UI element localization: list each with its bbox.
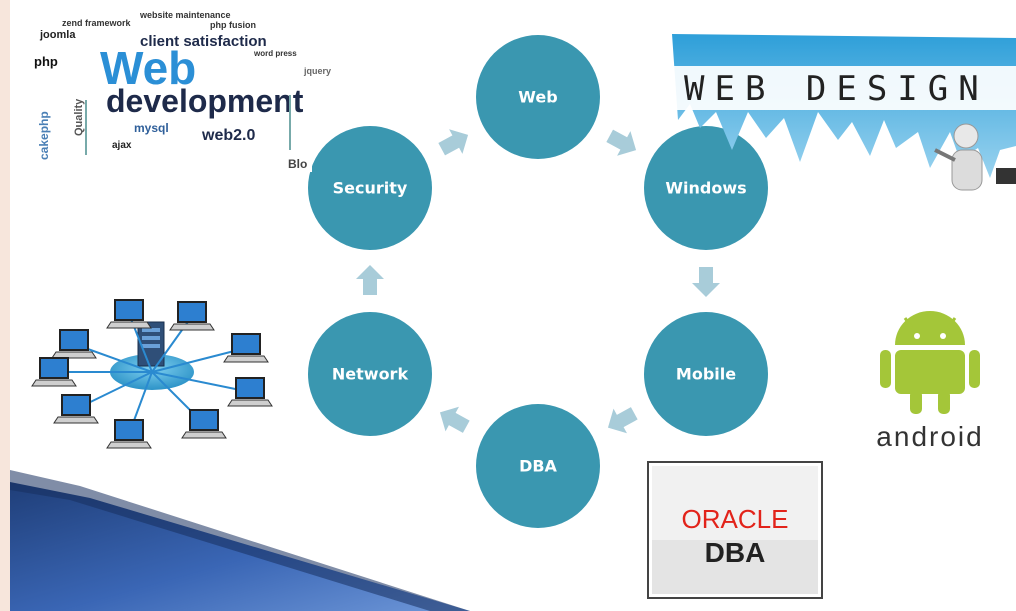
- cloud-word: joomla: [39, 29, 76, 41]
- cycle-node-circle: [644, 126, 768, 250]
- cycle-arrows: [356, 129, 720, 434]
- network-topology-image: [31, 299, 273, 449]
- cloud-word: word press: [253, 49, 297, 58]
- cycle-node-label: Mobile: [676, 365, 736, 384]
- android-logo: android: [876, 311, 983, 452]
- laptop-icon: [181, 409, 227, 439]
- web-design-text: WEB DESIGN: [684, 69, 989, 109]
- decorative-banner: [10, 470, 470, 611]
- cloud-word: web2.0: [201, 127, 255, 144]
- laptop-icon: [51, 329, 97, 359]
- cloud-word: jquery: [303, 66, 331, 76]
- cycle-node-circle: [476, 404, 600, 528]
- android-robot-icon: [880, 311, 980, 414]
- cloud-word: php: [34, 54, 58, 69]
- cloud-word: zend framework: [62, 18, 132, 28]
- cycle-node-circle: [308, 312, 432, 436]
- cycle-arrow: [692, 267, 720, 297]
- web-development-word-cloud: website maintenance zend framework php f…: [22, 6, 331, 172]
- cloud-word: website maintenance: [139, 10, 231, 20]
- figure-painting-icon: [934, 123, 1016, 191]
- android-wordmark: android: [876, 421, 983, 452]
- cycle-node-circle: [476, 35, 600, 159]
- cycle-node-label: Security: [333, 179, 408, 198]
- cycle-arrow: [356, 265, 384, 295]
- cloud-word: cakephp: [37, 111, 51, 160]
- cloud-word: Web: [100, 42, 196, 94]
- oracle-dba-logo: ORACLE DBA: [647, 461, 823, 599]
- cycle-node-web: Web: [476, 35, 600, 159]
- cycle-node-circle: [644, 312, 768, 436]
- cycle-arrow: [439, 406, 470, 433]
- network-link: [151, 371, 251, 393]
- network-link: [151, 347, 247, 373]
- cycle-node-label: Windows: [665, 179, 746, 198]
- cycle-node-security: Security: [308, 126, 432, 250]
- laptop-icon: [31, 357, 77, 387]
- laptop-icon: [106, 299, 152, 329]
- cloud-word: mysql: [134, 121, 169, 135]
- cloud-word: Quality: [73, 98, 85, 136]
- cloud-word: client satisfaction: [140, 33, 267, 50]
- laptop-icon: [169, 301, 215, 331]
- cycle-node-label: Web: [518, 88, 557, 107]
- cloud-word: development: [106, 83, 304, 119]
- oracle-brand-text: ORACLE: [682, 504, 789, 534]
- cycle-arrow: [606, 129, 637, 156]
- web-design-banner: WEB DESIGN: [672, 34, 1016, 191]
- cycle-arrow: [607, 407, 638, 434]
- laptop-icons: [31, 299, 273, 449]
- cloud-word: ajax: [112, 140, 132, 151]
- cycle-node-label: DBA: [519, 457, 557, 476]
- cycle-node-network: Network: [308, 312, 432, 436]
- cloud-word: php fusion: [210, 20, 256, 30]
- laptop-icon: [106, 419, 152, 449]
- cycle-node-label: Network: [332, 365, 409, 384]
- cycle-node-circle: [308, 126, 432, 250]
- cycle-node-dba: DBA: [476, 404, 600, 528]
- cloud-word: Blo: [288, 157, 307, 171]
- laptop-icon: [223, 333, 269, 363]
- cycle-arrow: [438, 129, 469, 156]
- laptop-icon: [53, 394, 99, 424]
- cycle-node-windows: Windows: [644, 126, 768, 250]
- cycle-node-mobile: Mobile: [644, 312, 768, 436]
- oracle-dba-text: DBA: [705, 537, 766, 568]
- laptop-icon: [227, 377, 273, 407]
- slide-edge-strip: [0, 0, 10, 611]
